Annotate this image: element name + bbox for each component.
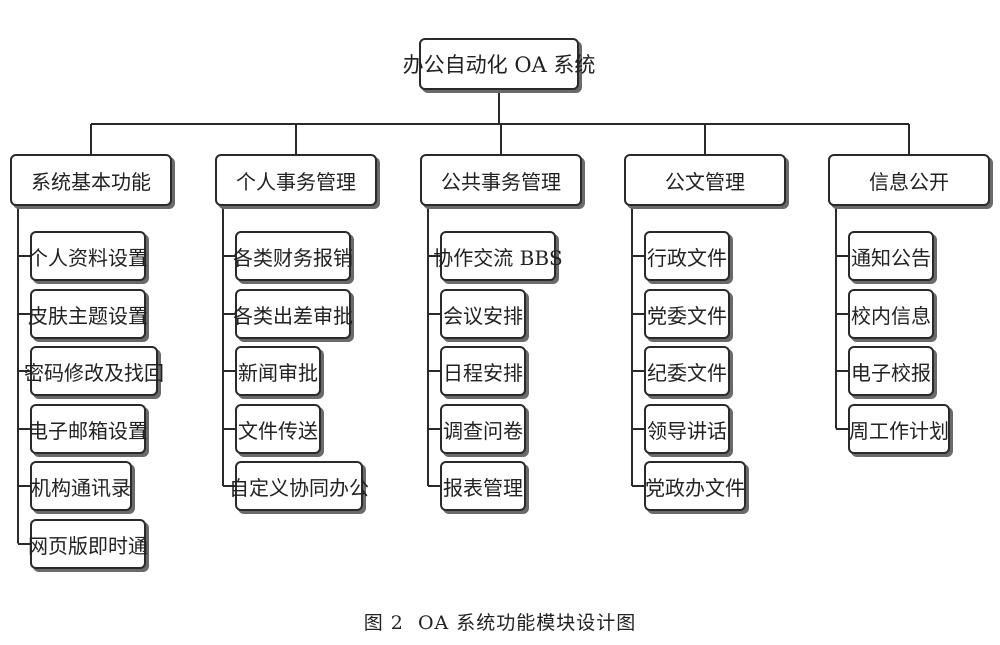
figure-title: OA 系统功能模块设计图 xyxy=(417,612,637,634)
sub-module-node: 机构通讯录 xyxy=(30,461,132,511)
sub-module-node: 网页版即时通 xyxy=(28,519,148,569)
sub-module-node: 周工作计划 xyxy=(848,404,950,454)
sub-module-node: 调查问卷 xyxy=(440,404,526,454)
sub-module-node: 皮肤主题设置 xyxy=(28,289,148,339)
sub-module-node: 各类出差审批 xyxy=(233,289,353,339)
module-node: 公文管理 xyxy=(624,154,786,206)
sub-module-node: 各类财务报销 xyxy=(233,231,353,281)
sub-module-node: 文件传送 xyxy=(235,404,321,454)
sub-module-node: 报表管理 xyxy=(440,461,526,511)
sub-module-node: 电子校报 xyxy=(848,346,934,396)
sub-module-node: 领导讲话 xyxy=(644,404,730,454)
module-node: 个人事务管理 xyxy=(215,154,377,206)
root-node: 办公自动化 OA 系统 xyxy=(403,38,595,90)
sub-module-node: 会议安排 xyxy=(440,289,526,339)
module-node: 信息公开 xyxy=(828,154,990,206)
sub-module-node: 日程安排 xyxy=(440,346,526,396)
sub-module-node: 党政办文件 xyxy=(644,461,746,511)
sub-module-node: 密码修改及找回 xyxy=(24,346,164,396)
sub-module-node: 行政文件 xyxy=(644,231,730,281)
sub-module-node: 新闻审批 xyxy=(235,346,321,396)
sub-module-node: 自定义协同办公 xyxy=(229,461,369,511)
module-node: 公共事务管理 xyxy=(420,154,582,206)
sub-module-node: 校内信息 xyxy=(848,289,934,339)
sub-module-node: 党委文件 xyxy=(644,289,730,339)
figure-caption: 图 2 OA 系统功能模块设计图 xyxy=(0,608,1000,635)
sub-module-node: 个人资料设置 xyxy=(28,231,148,281)
sub-module-node: 电子邮箱设置 xyxy=(28,404,148,454)
figure-number: 图 2 xyxy=(363,612,404,634)
sub-module-node: 通知公告 xyxy=(848,231,934,281)
module-node: 系统基本功能 xyxy=(10,154,172,206)
sub-module-node: 纪委文件 xyxy=(644,346,730,396)
sub-module-node: 协作交流 BBS xyxy=(433,231,563,281)
